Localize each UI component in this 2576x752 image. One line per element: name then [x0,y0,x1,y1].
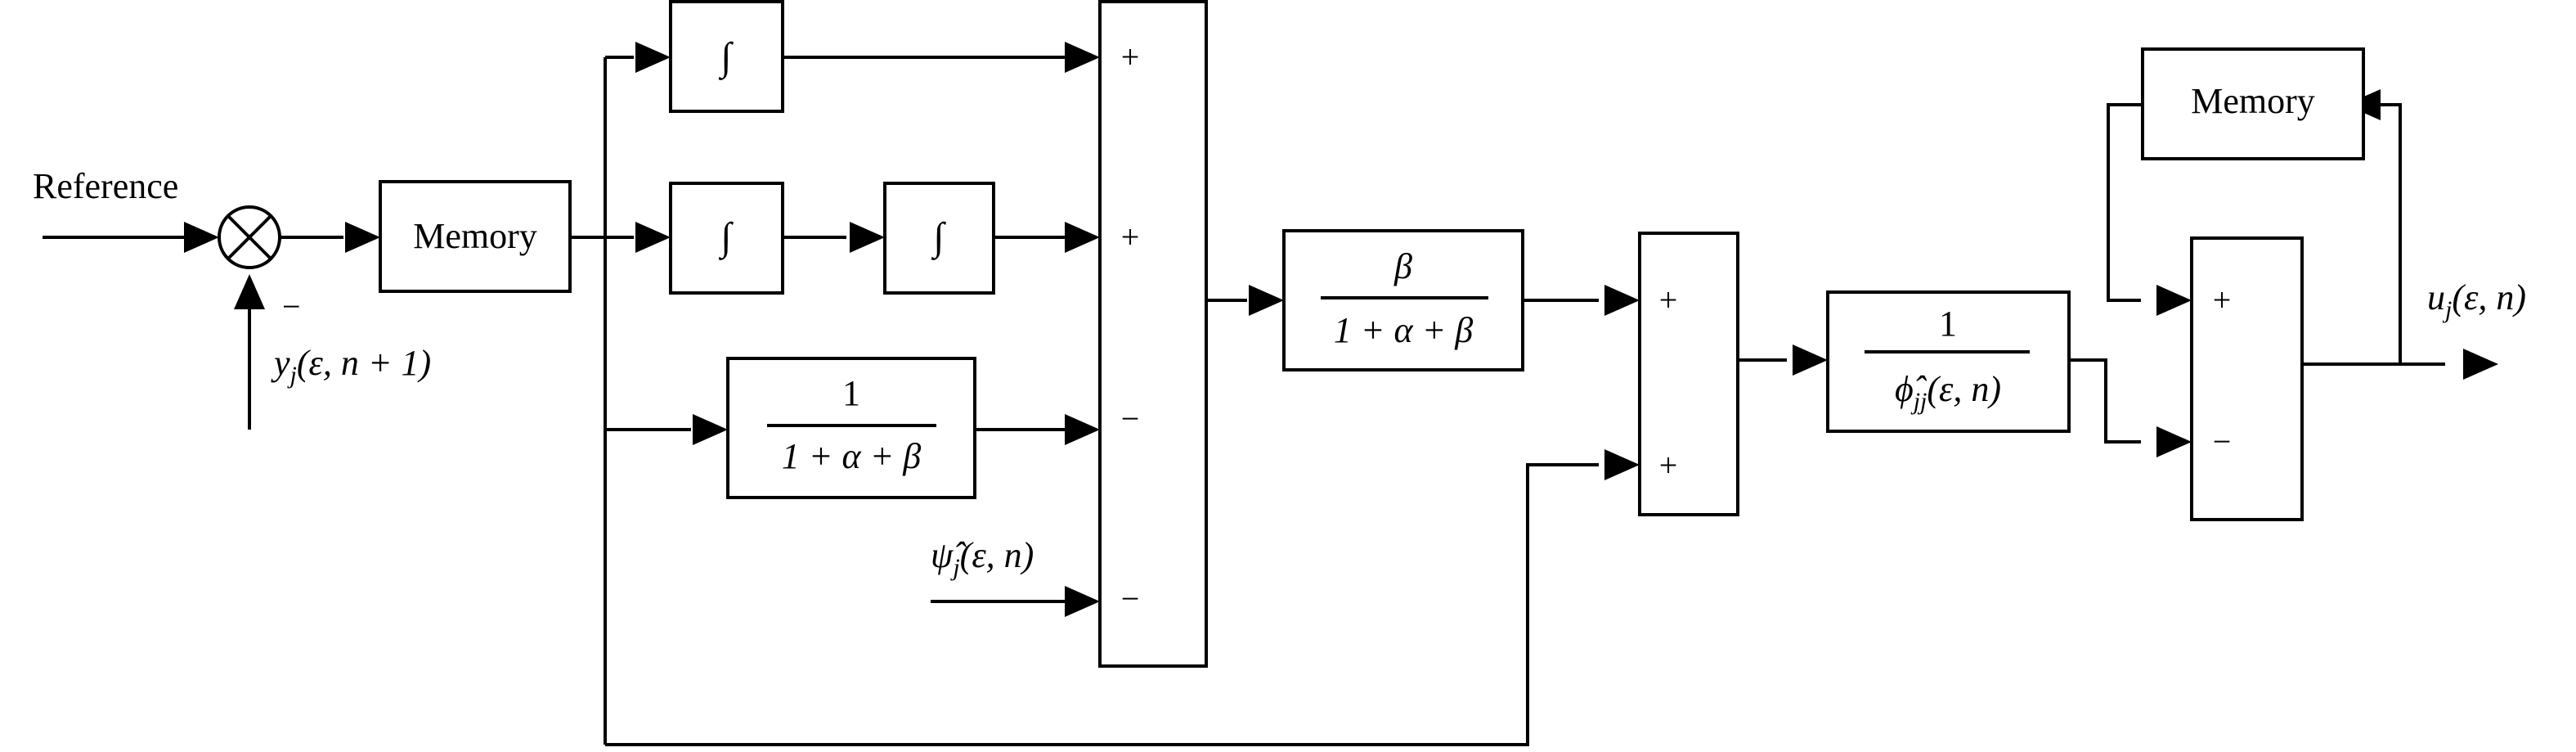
output-tap-wire [2363,103,2402,364]
integrator-mid-2-rect [883,182,995,295]
gain-one-denominator: 1 + α + β [782,436,921,476]
signal-wires [43,56,2445,746]
arrow-sum2-in-1 [1604,285,1640,316]
sum-mid-block: + + [1638,232,1739,516]
arrow-into-junction [184,222,219,253]
gain-phi-rect [1826,290,2071,433]
arrow-sum3-in-1 [2156,285,2192,316]
sum-mid-sign-2: + [1659,447,1678,484]
arrow-sum-in-2 [1065,222,1100,253]
output-label: uj(ε, n) [2427,277,2526,323]
sum-big-sign-2: + [1121,218,1140,255]
arrow-feedback-up [234,274,265,309]
gain-beta-denominator: 1 + α + β [1334,310,1473,350]
psi-sub: j [949,554,959,581]
memory-feedback-rect [2141,47,2365,160]
memory-feedback-block: Memory [2141,47,2365,160]
sum-right-rect [2190,236,2304,521]
gain-beta-rect [1282,229,1524,371]
summing-junction [218,205,281,269]
phi-subscript: jj [1910,388,1928,415]
sum-big-rect [1098,0,1208,668]
arrow-into-phi-gain [1793,344,1828,376]
arrow-sum-in-3 [1065,414,1100,445]
sum-mid-sign-1: + [1659,281,1678,318]
arrowheads [184,42,2498,617]
sum-mid-rect [1638,232,1739,516]
arrow-sum-in-4 [1065,586,1100,617]
gain-beta-block: β 1 + α + β [1282,229,1524,371]
arrow-into-integrator-top [635,42,671,73]
memory-main-rect [379,180,572,293]
integrator-mid-2-block: ∫ [883,182,995,295]
arrow-into-beta-gain [1249,285,1284,316]
sum-big-sign-1: + [1121,38,1140,75]
memory-main-block: Memory [379,180,572,293]
bypass-wire [605,463,1599,746]
integrator-top-rect [669,0,784,113]
feedback-args: (ε, n + 1) [297,343,431,383]
arrow-into-memory [345,222,380,253]
sum-big-sign-4: − [1121,580,1140,617]
gain-one-block: 1 1 + α + β [726,357,976,499]
arrow-into-integrator-2 [850,222,885,253]
integrator-mid-2-symbol: ∫ [931,215,946,260]
sum-right-block: + − [2190,236,2304,521]
psi-args: (ε, n) [960,535,1034,575]
sum-big-sign-3: − [1121,400,1140,437]
memory-main-label: Memory [413,216,537,256]
integrator-top-symbol: ∫ [718,35,734,80]
feedback-y-sub: j [287,362,297,389]
gain-one-rect [726,357,976,499]
integrator-mid-1-symbol: ∫ [718,215,734,260]
arrow-sum3-in-2 [2156,426,2192,457]
sum-right-sign-1: + [2213,281,2232,318]
junction-cross-b [227,214,272,260]
sum-big-block: + + − − [1098,0,1208,668]
arrow-sum2-in-2 [1604,449,1640,480]
arrow-into-gain-one [693,414,728,445]
memory-feedback-label: Memory [2191,81,2315,121]
output-sub: j [2442,296,2452,323]
integrator-top-block: ∫ [669,0,784,113]
integrator-mid-1-rect [669,182,784,295]
gain-phi-denominator: ϕ̂jj(ε, n) [1895,369,2001,415]
sum-right-sign-2: − [2213,423,2232,460]
memory-feedback-wire [2107,103,2143,302]
gain-phi-numerator: 1 [1939,304,1957,344]
output-u: u [2427,277,2445,317]
phi-out-wire [2069,358,2141,444]
phi-args: (ε, n) [1927,369,2001,409]
output-args: (ε, n) [2452,277,2526,317]
gain-phi-block: 1 ϕ̂jj(ε, n) [1826,290,2071,433]
feedback-signal-label: yj(ε, n + 1) [271,343,431,389]
feedback-sign-label: − [282,288,301,325]
integrator-mid-1-block: ∫ [669,182,784,295]
feedback-y: y [271,343,290,383]
arrow-sum-in-1 [1065,42,1100,73]
gain-one-numerator: 1 [842,373,860,413]
gain-beta-numerator: β [1393,246,1412,286]
psi-label: ψ̂j(ε, n) [931,535,1034,581]
arrow-into-integrator-mid [635,222,671,253]
reference-label: Reference [33,166,178,206]
arrow-output [2463,349,2498,380]
